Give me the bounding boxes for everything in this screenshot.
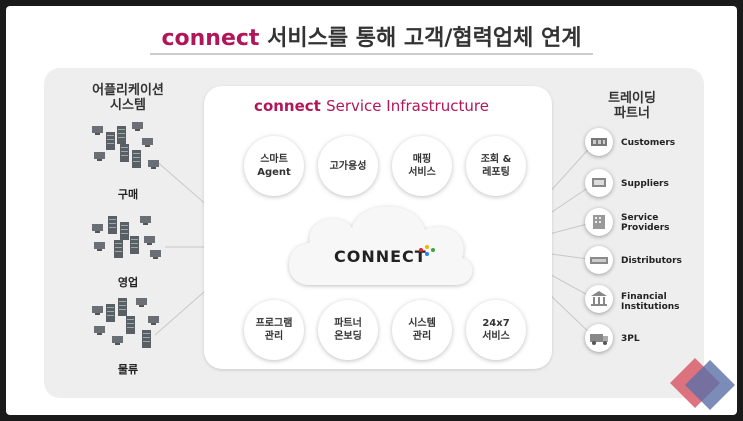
system-label-purchase: 구매: [117, 188, 139, 201]
service-program-management: 프로그램 관리: [244, 300, 304, 360]
trading-partners-title: 트레이딩 파트너: [592, 91, 672, 121]
trading-partners-title-line1: 트레이딩: [608, 91, 656, 106]
cloud-label-text: CONNECT: [334, 247, 427, 266]
partner-label-distributors: Distributors: [621, 256, 682, 266]
infra-title: connect Service Infrastructure: [0, 97, 743, 115]
service-24x7: 24x7 서비스: [466, 300, 526, 360]
service-high-availability: 고가용성: [318, 136, 378, 196]
partner-label-service-providers: Service Providers: [621, 213, 670, 233]
cloud-label: CONNECT: [334, 247, 427, 266]
title-underline: [150, 53, 593, 55]
trading-partners-title-line2: 파트너: [614, 106, 650, 121]
service-system-management: 시스템 관리: [392, 300, 452, 360]
financial-institutions-icon: [585, 285, 613, 313]
partner-label-suppliers: Suppliers: [621, 179, 669, 189]
application-systems-title-line1: 어플리케이션: [92, 83, 164, 98]
application-systems-title: 어플리케이션 시스템: [88, 83, 168, 113]
service-partner-onboarding: 파트너 온보딩: [318, 300, 378, 360]
3pl-icon: [585, 324, 613, 352]
partner-label-financial-institutions: Financial Institutions: [621, 292, 680, 312]
page-title: connect 서비스를 통해 고객/협력업체 연계: [0, 20, 743, 52]
service-smart-agent: 스마트 Agent: [244, 136, 304, 196]
suppliers-icon: [585, 169, 613, 197]
partner-label-customers: Customers: [621, 138, 676, 148]
title-brand: connect: [161, 26, 260, 51]
infra-title-rest: Service Infrastructure: [326, 97, 489, 115]
application-systems-title-line2: 시스템: [110, 98, 146, 113]
system-label-logistics: 물류: [117, 363, 139, 376]
distributors-icon: [585, 246, 613, 274]
title-rest: 서비스를 통해 고객/협력업체 연계: [267, 26, 582, 51]
customers-icon: [585, 128, 613, 156]
service-providers-icon: [585, 208, 613, 236]
service-mapping: 매핑 서비스: [392, 136, 452, 196]
infra-title-brand: connect: [254, 97, 321, 115]
partner-label-3pl: 3PL: [621, 334, 640, 344]
system-label-sales: 영업: [117, 276, 139, 289]
service-query-reporting: 조회 & 레포팅: [466, 136, 526, 196]
